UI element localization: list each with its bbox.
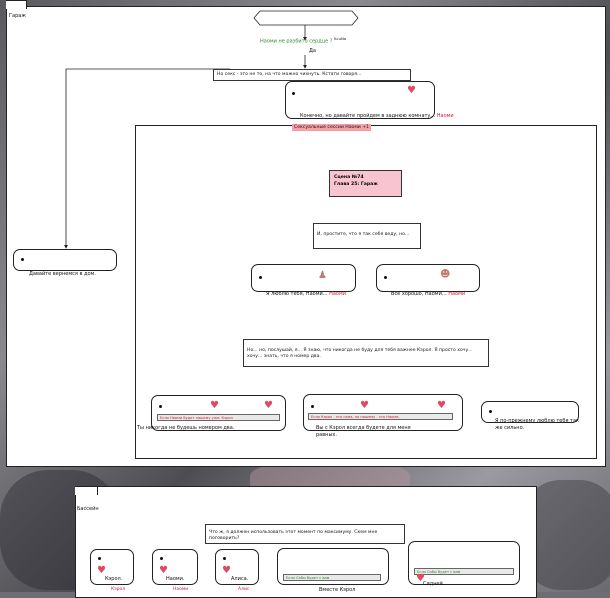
node-not-sex[interactable]: Но секс - это не то, на что можно чихнут… (213, 69, 411, 81)
node-still-love-bullet (489, 410, 492, 413)
heart-icon: ♥ (210, 400, 219, 411)
node-still-love-text: Я по-прежнему люблю тебя так же сильно. (495, 418, 583, 432)
opt-naomi-bullet (160, 557, 163, 560)
speaker-naomi: Наоми (448, 291, 466, 297)
node-back-seat-text: Конечно, но давайте пройдем в заднюю ком… (300, 113, 436, 119)
start-question: Наоми не разбито сердце ? KcuNo (260, 36, 346, 45)
start-question-sup2: No (340, 36, 347, 41)
start-question-sup: Kcu (334, 36, 341, 41)
avatar-icon: ♟ (318, 270, 327, 281)
opt-together-text: Вместе Кэрол (319, 587, 356, 593)
node-love-you[interactable] (251, 264, 356, 292)
condition-bar-1-text: Если Наоми будет нашему уже: Кэрол (160, 416, 233, 420)
node-sorry-text: И, простите, что я так себя веду, но... (317, 232, 410, 237)
condition-bar-next-text: Если Сабы будет с вам (286, 576, 330, 580)
opt-naomi-text: Наоми. (166, 576, 185, 582)
start-node (253, 10, 359, 26)
avatar-icon: ☻ (440, 269, 451, 280)
opt-naomi-speaker: Наоми (173, 587, 189, 592)
node-carol-first[interactable] (303, 394, 463, 431)
node-listen[interactable]: Но... но, послушай, я... Я знаю, что ник… (243, 339, 489, 367)
node-still-love[interactable] (481, 401, 579, 423)
scene-number: Сцена №74 (334, 175, 364, 180)
opt-alice[interactable] (215, 549, 259, 585)
heart-icon: ♥ (97, 565, 106, 576)
heart-icon: ♥ (416, 573, 425, 584)
opt-naomi[interactable] (152, 549, 198, 585)
heart-icon: ♥ (222, 565, 231, 576)
heart-icon: ♥ (264, 400, 273, 411)
node-back-seat-bullet (292, 92, 295, 95)
heart-icon: ♥ (407, 85, 416, 96)
node-question-text: Что ж, я должен использовать этот момент… (209, 530, 378, 542)
node-carol-first-text: Вы с Кэрол всегда будете для меня равных… (316, 425, 426, 439)
speaker-naomi: Наоми (436, 113, 454, 119)
node-sorry[interactable]: И, простите, что я так себя веду, но... (313, 223, 421, 249)
scene-chapter: Глава 25: Гараж (334, 182, 378, 188)
opt-alice-speaker: Алис (238, 587, 250, 592)
condition-bar-2: Если Кэрол - это сама, но нашему - это Н… (308, 413, 453, 420)
node-never-two[interactable] (151, 395, 286, 431)
node-still-love-text-inner: Я по-прежнему люблю тебя так же сильно. (495, 418, 580, 431)
node-never-two-text: Ты никогда не будешь номером два. (137, 425, 235, 431)
node-back-seat[interactable] (285, 81, 435, 119)
node-all-good-bullet (384, 276, 387, 279)
opt-sydney-text: Сидней. (423, 581, 445, 587)
scene-card[interactable]: Сцена №74 Глава 25: Гараж (329, 170, 402, 197)
pool-title: Бассейн (77, 506, 99, 512)
node-go-home[interactable] (13, 249, 117, 271)
node-never-two-bullet (159, 405, 162, 408)
node-carol-first-bullet (311, 405, 314, 408)
pool-tab (75, 486, 98, 495)
start-question-text: Наоми не разбито сердце ? (260, 38, 333, 45)
heart-icon: ♥ (437, 400, 446, 411)
heart-icon: ♥ (159, 565, 168, 576)
opt-carol-bullet (98, 557, 101, 560)
garage-title: Гараж (9, 13, 26, 19)
node-all-good-text: Все хорошо, Наоми... (391, 291, 447, 297)
condition-bar-today: Если Сабы будет с вам (414, 568, 514, 575)
speaker-naomi: Наоми (329, 291, 346, 297)
node-go-home-bullet (21, 258, 24, 261)
node-question[interactable]: Что ж, я должен использовать этот момент… (205, 524, 405, 544)
node-love-you-text: Я люблю тебя, Наоми... (266, 291, 328, 297)
opt-carol-text: Кэрол. (105, 576, 123, 582)
node-back-seat-label: Конечно, но давайте пройдем в заднюю ком… (300, 113, 454, 119)
heart-icon: ♥ (360, 400, 369, 411)
group-title: Сексуальные сессии Наоми +1 (292, 124, 372, 131)
opt-sydney[interactable] (408, 541, 520, 585)
condition-bar-1: Если Наоми будет нашему уже: Кэрол (157, 414, 280, 421)
opt-alice-text: Алиса. (231, 576, 249, 582)
condition-bar-next: Если Сабы будет с вам (283, 574, 381, 581)
condition-bar-2-text: Если Кэрол - это сама, но нашему - это Н… (311, 415, 400, 419)
node-carol-first-text-inner: Вы с Кэрол всегда будете для меня равных… (316, 425, 411, 438)
opt-alice-bullet (223, 557, 226, 560)
node-love-you-label: Я люблю тебя, Наоми... Наоми (266, 291, 346, 297)
node-listen-text: Но... но, послушай, я... Я знаю, что ник… (247, 348, 473, 360)
condition-bar-today-text: Если Сабы будет с вам (417, 570, 461, 574)
answer-yes: Да (309, 48, 316, 54)
opt-carol-speaker: Кэрол (111, 587, 126, 592)
node-love-you-bullet (259, 276, 262, 279)
node-all-good[interactable] (376, 264, 480, 292)
garage-tab (6, 0, 27, 9)
node-not-sex-text: Но секс - это не то, на что можно чихнут… (217, 72, 362, 77)
node-go-home-text: Давайте вернемся в дом. (29, 271, 96, 277)
opt-carol[interactable] (90, 549, 134, 585)
node-all-good-label: Все хорошо, Наоми... Наоми (391, 291, 465, 297)
